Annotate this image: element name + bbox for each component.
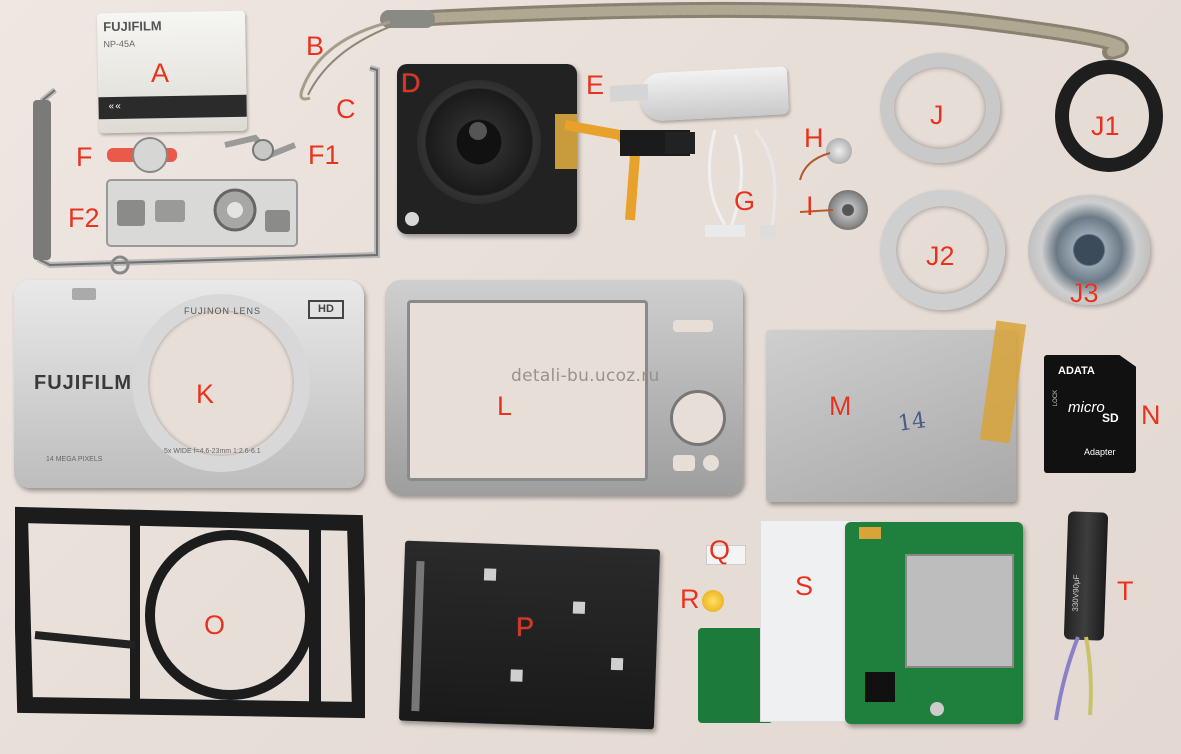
led <box>702 590 724 612</box>
lens-flex-cable <box>564 120 695 221</box>
wire-harness <box>705 129 777 239</box>
battery-brand: FUJIFILM <box>103 18 162 35</box>
motor-wires <box>799 152 831 181</box>
flash-tab <box>609 84 649 102</box>
label-r: R <box>680 584 700 614</box>
front-lens-spec: 5x WIDE f=4.6-23mm 1:2.6-6.1 <box>164 448 261 455</box>
label-l: L <box>497 391 513 421</box>
speaker <box>828 190 868 230</box>
capacitor-wires <box>1054 636 1093 721</box>
back-cover <box>385 280 743 495</box>
wrist-strap <box>299 1 1129 101</box>
label-f2: F2 <box>68 203 100 233</box>
lcd-handwriting: 14 <box>896 408 928 437</box>
main-pcb <box>845 522 1023 724</box>
watermark: detali-bu.ucoz.ru <box>511 366 660 386</box>
label-o: O <box>204 610 226 640</box>
sd-adapter-text: Adapter <box>1084 447 1116 457</box>
label-t: T <box>1117 576 1134 606</box>
front-cover: FUJIFILM FUJINON LENS HD 14 MEGA PIXELS … <box>14 280 364 488</box>
label-d: D <box>401 68 421 98</box>
front-brand: FUJIFILM <box>34 372 132 394</box>
label-f1: F1 <box>308 140 340 170</box>
front-megapixels: 14 MEGA PIXELS <box>46 456 103 463</box>
label-m: M <box>829 391 852 421</box>
sd-lock: LOCK <box>1053 389 1060 407</box>
label-b: B <box>306 31 325 61</box>
label-k: K <box>196 379 215 409</box>
label-a: A <box>151 58 170 88</box>
vibration-motor <box>826 138 852 164</box>
label-f: F <box>76 142 93 172</box>
label-s: S <box>795 571 814 601</box>
label-j1: J1 <box>1091 111 1120 141</box>
flash-unit <box>638 66 790 122</box>
label-j: J <box>930 100 944 130</box>
lens-ring-j3 <box>1028 195 1150 305</box>
sd-micro: micro <box>1068 399 1105 416</box>
label-j2: J2 <box>926 241 955 271</box>
inner-frame <box>15 506 365 719</box>
back-button-chassis <box>33 65 380 275</box>
sd-adapter: ADATA micro SD Adapter LOCK <box>1044 355 1136 473</box>
front-ring-text: FUJINON LENS <box>184 306 262 316</box>
flash-capacitor: 330V90μF <box>1063 511 1109 641</box>
battery-model: NP-45A <box>103 38 136 50</box>
label-h: H <box>804 123 824 153</box>
lcd-panel: 14 <box>766 330 1016 502</box>
small-window <box>706 545 746 565</box>
hd-badge: HD <box>308 300 344 319</box>
label-c: C <box>336 94 356 124</box>
label-j3: J3 <box>1070 278 1099 308</box>
label-e: E <box>586 70 605 100</box>
label-g: G <box>734 186 756 216</box>
label-n: N <box>1141 400 1161 430</box>
label-p: P <box>516 612 535 642</box>
label-q: Q <box>709 535 731 565</box>
capacitor-text: 330V90μF <box>1070 574 1082 612</box>
sd-sd: SD <box>1102 411 1119 425</box>
speaker-wires <box>799 209 834 213</box>
label-i: I <box>806 191 814 221</box>
sd-brand: ADATA <box>1058 365 1095 377</box>
lens-unit <box>397 64 577 234</box>
